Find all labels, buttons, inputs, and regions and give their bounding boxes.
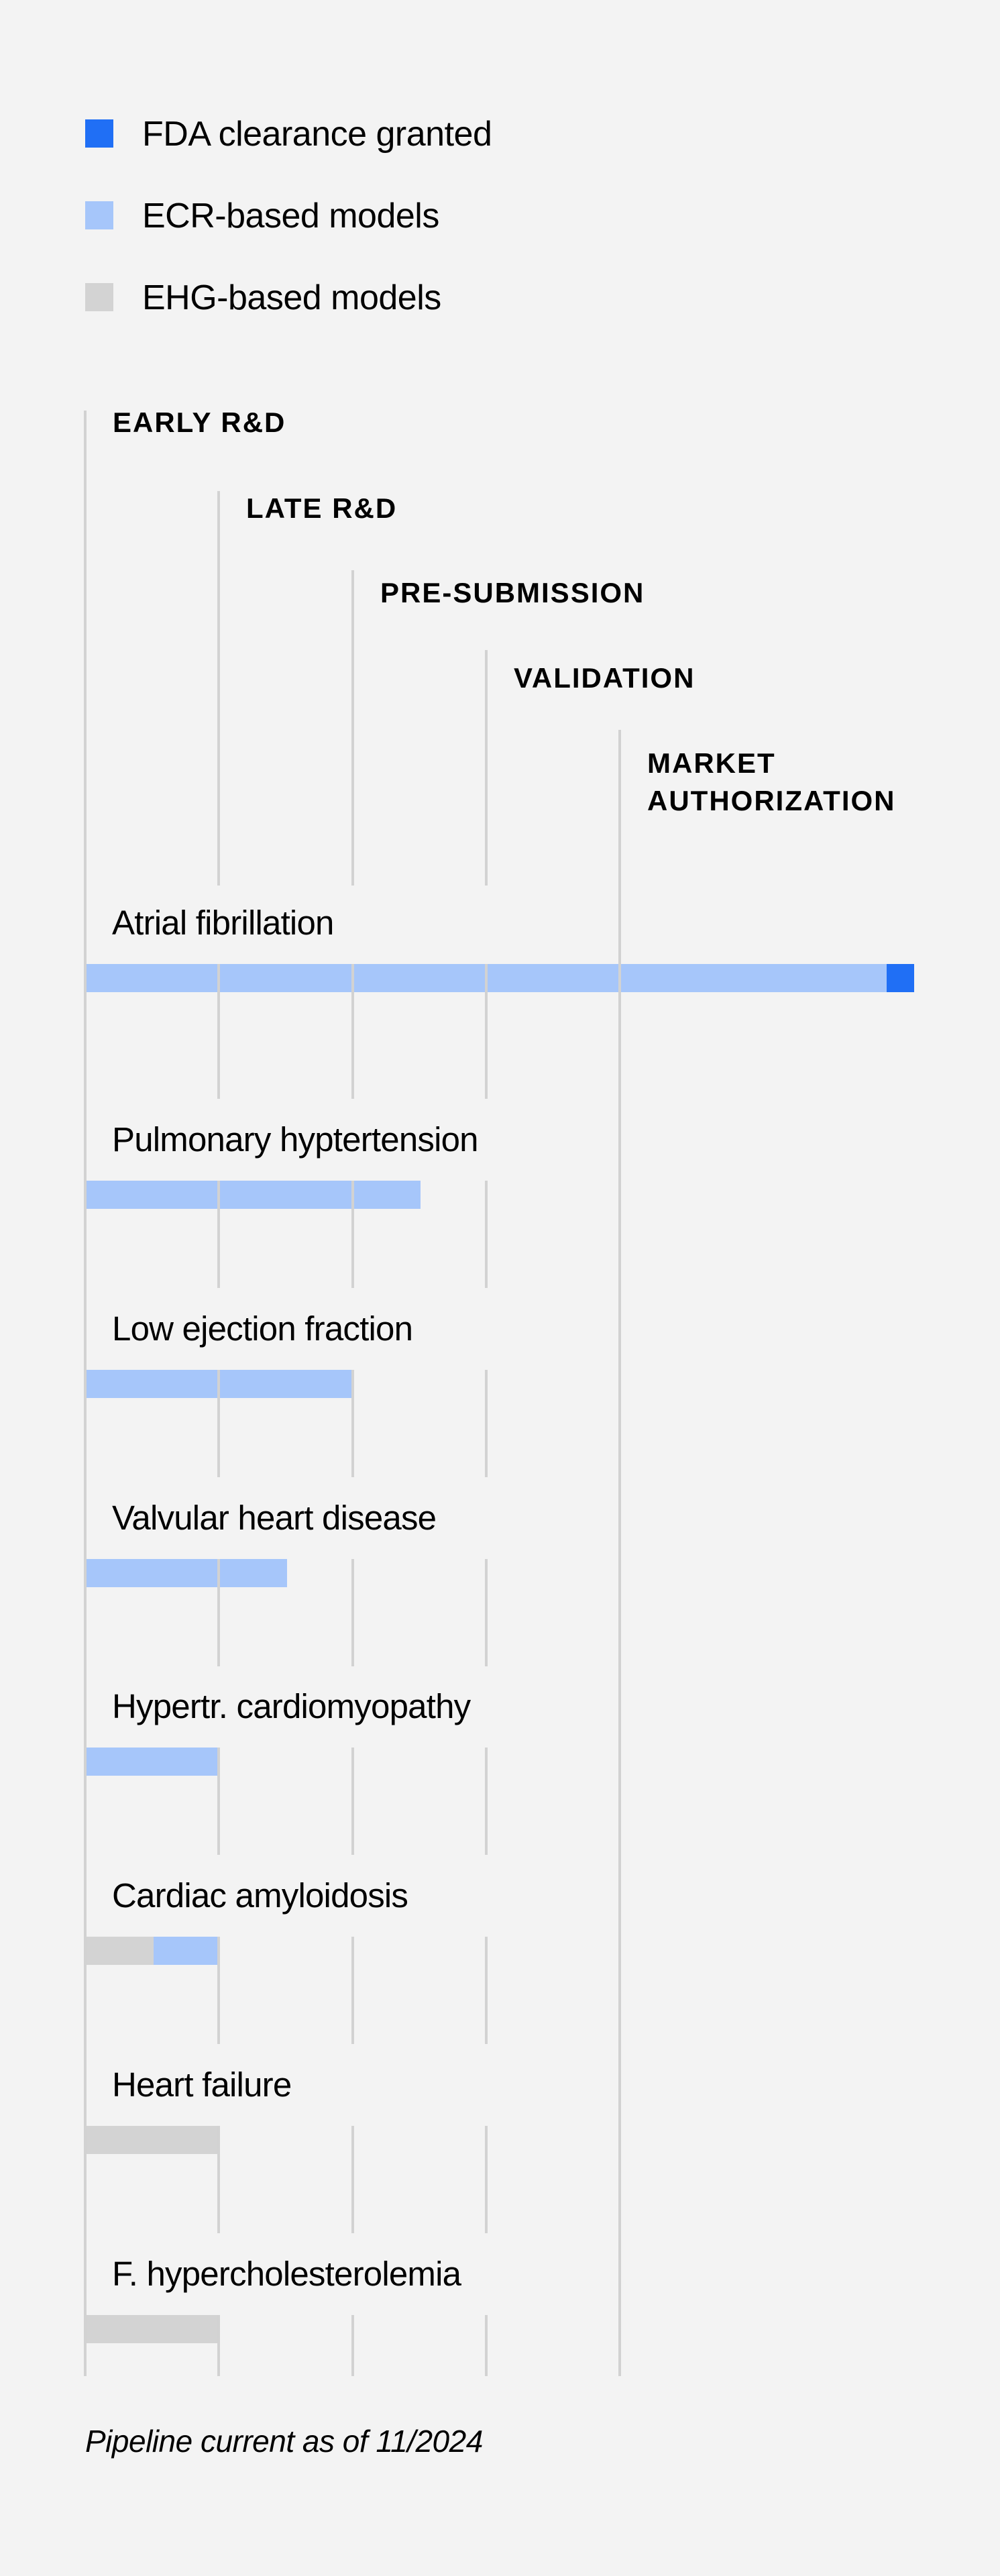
gridline-late-rnd [217,1937,220,2044]
legend-item-ehg: EHG-based models [85,279,441,317]
legend-label: FDA clearance granted [142,115,492,154]
gridline-pre-submission [351,1370,354,1477]
gridline-late-rnd [217,491,220,885]
row-label: Atrial fibrillation [112,904,334,942]
ecr-bar-segment [87,1559,287,1587]
gridline-market-authorization [618,730,621,2376]
row-label: Valvular heart disease [112,1499,437,1537]
gridline-late-rnd [217,1370,220,1477]
stage-label-early-rnd: EARLY R&D [113,407,286,438]
gridline-late-rnd [217,2126,220,2233]
stage-label-validation: VALIDATION [514,662,696,694]
gridline-late-rnd [217,1748,220,1855]
gridline-late-rnd [217,2315,220,2376]
legend-label: EHG-based models [142,278,441,317]
gridline-pre-submission [351,1559,354,1666]
gridline-late-rnd [217,1559,220,1666]
gridline-pre-submission [351,2126,354,2233]
gridline-validation [485,1559,488,1666]
gridline-validation [485,1181,488,1288]
gridline-pre-submission [351,570,354,885]
row-label: Hypertr. cardiomyopathy [112,1687,471,1725]
ehg-bar-segment [87,2126,221,2154]
gridline-pre-submission [351,1748,354,1855]
gridline-early-rnd [84,411,87,2376]
stage-label-market-authorization: MARKET AUTHORIZATION [647,747,896,816]
legend-label: ECR-based models [142,197,439,235]
stage-label-pre-submission: PRE-SUBMISSION [380,577,645,608]
row-label: Cardiac amyloidosis [112,1876,408,1915]
stage-label-late-rnd: LATE R&D [246,492,398,524]
ehg-bar-segment [87,2315,221,2343]
gridline-validation [485,1370,488,1477]
gridline-pre-submission [351,1181,354,1288]
fda-swatch-icon [85,119,113,148]
ecr-bar-segment [87,1748,221,1776]
gridline-validation [485,1937,488,2044]
gridline-validation [485,964,488,1099]
gridline-late-rnd [217,1181,220,1288]
ehg-bar-segment [87,1937,154,1965]
row-label: Low ejection fraction [112,1309,413,1348]
ehg-swatch-icon [85,283,113,311]
footer-note: Pipeline current as of 11/2024 [85,2424,483,2459]
row-label: Heart failure [112,2065,292,2104]
gridline-late-rnd [217,964,220,1099]
legend-item-ecr: ECR-based models [85,197,439,235]
legend-item-fda: FDA clearance granted [85,115,492,153]
gridline-pre-submission [351,2315,354,2376]
fda-bar-segment [887,964,914,992]
row-label: F. hypercholesterolemia [112,2255,461,2293]
gridline-validation [485,650,488,885]
ecr-bar-segment [87,1181,421,1209]
ecr-bar-segment [87,1370,354,1398]
row-label: Pulmonary hyptertension [112,1120,479,1159]
ecr-bar-segment [153,1937,221,1965]
gridline-validation [485,2315,488,2376]
gridline-validation [485,1748,488,1855]
gridline-pre-submission [351,1937,354,2044]
gridline-validation [485,2126,488,2233]
gridline-pre-submission [351,964,354,1099]
ecr-swatch-icon [85,201,113,229]
